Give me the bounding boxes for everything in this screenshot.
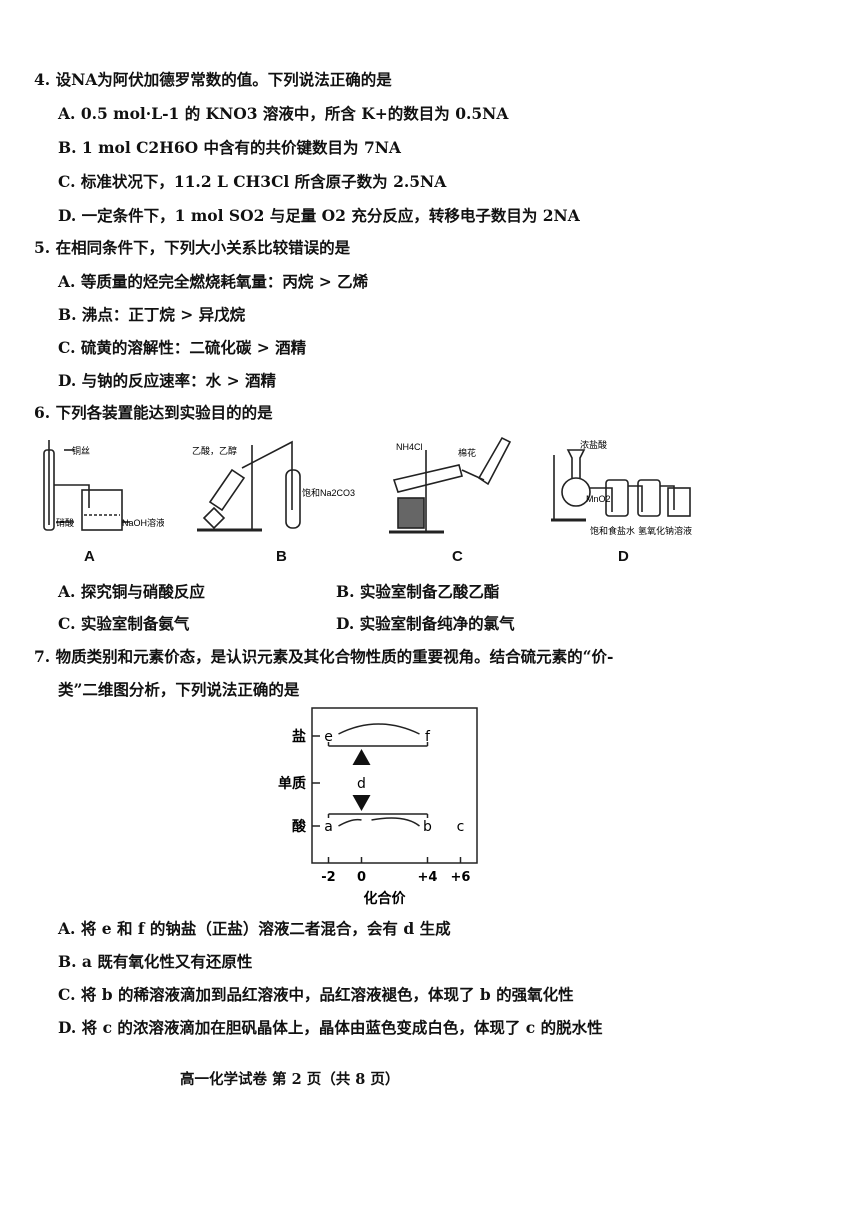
q5-option-c: C. 硫黄的溶解性：二硫化碳 > 酒精	[58, 338, 307, 357]
apparatus-b-diagram: 乙酸，乙醇 饱和Na2CO3	[192, 440, 355, 532]
apparatus-label-d: D	[618, 548, 629, 565]
q7-stem-line1: 7. 物质类别和元素价态，是认识元素及其化合物性质的重要视角。结合硫元素的“价-	[34, 647, 614, 666]
acid-bracket	[327, 813, 429, 818]
q5-option-a: A. 等质量的烃完全燃烧耗氧量：丙烷 > 乙烯	[58, 272, 369, 291]
apparatus-label-c: C	[452, 548, 463, 565]
apparatus-c-right-label: 棉花	[458, 447, 476, 458]
apparatus-label-a: A	[84, 548, 95, 565]
apparatus-c-top-label: NH4Cl	[396, 442, 423, 452]
q6-option-b: B. 实验室制备乙酸乙酯	[336, 582, 500, 601]
q4-option-c: C. 标准状况下，11.2 L CH3Cl 所含原子数为 2.5NA	[58, 172, 447, 191]
apparatus-b-top-label: 乙酸，乙醇	[192, 445, 237, 456]
apparatus-d-left-label: MnO2	[586, 494, 611, 504]
point-d: d	[357, 776, 366, 792]
apparatus-b-right-label: 饱和Na2CO3	[302, 487, 355, 498]
point-f: f	[425, 729, 431, 745]
apparatus-d-diagram: 浓盐酸 MnO2 饱和食盐水 氢氧化钠溶液	[551, 439, 692, 536]
salt-arrow	[338, 723, 420, 735]
q7-option-c: C. 将 b 的稀溶液滴加到品红溶液中，品红溶液褪色，体现了 b 的强氧化性	[58, 985, 574, 1004]
q5-option-b: B. 沸点：正丁烷 > 异戊烷	[58, 305, 246, 324]
q7-stem-line2: 类”二维图分析，下列说法正确的是	[58, 680, 300, 699]
salt-bracket	[327, 742, 429, 747]
point-a: a	[324, 819, 333, 835]
q5-stem: 5. 在相同条件下，下列大小关系比较错误的是	[34, 238, 351, 257]
apparatus-a-diagram: 铜丝 硝酸 NaOH溶液	[43, 440, 164, 531]
q4-option-a: A. 0.5 mol·L-1 的 KNO3 溶液中，所含 K+的数目为 0.5N…	[58, 104, 509, 123]
q7-option-d: D. 将 c 的浓溶液滴加在胆矾晶体上，晶体由蓝色变成白色，体现了 c 的脱水性	[58, 1018, 603, 1037]
y-tick-label-2: 盐	[292, 728, 306, 745]
acid-arrow-right	[371, 817, 420, 827]
up-triangle	[352, 749, 371, 765]
x-axis-label: 化合价	[364, 890, 407, 907]
valence-class-chart-svg: 酸 单质 盐 -2 0 +4 +6 化合价 e f d a b c	[278, 707, 478, 907]
apparatus-a-bottom-label: 硝酸	[56, 517, 74, 528]
q7-option-b: B. a 既有氧化性又有还原性	[58, 952, 253, 971]
point-b: b	[423, 819, 432, 835]
apparatus-label-b: B	[276, 548, 287, 565]
q4-stem: 4. 设NA为阿伏加德罗常数的值。下列说法正确的是	[34, 70, 392, 89]
acid-arrow-left	[338, 818, 362, 827]
chart-frame	[311, 707, 478, 864]
valence-class-chart: 酸 单质 盐 -2 0 +4 +6 化合价 e f d a b c	[252, 700, 492, 910]
q5-option-d: D. 与钠的反应速率：水 > 酒精	[58, 371, 276, 390]
x-tick-label-2: +4	[418, 870, 438, 885]
point-e: e	[324, 729, 333, 745]
page-footer: 高一化学试卷 第 2 页（共 8 页）	[180, 1071, 400, 1088]
down-triangle	[352, 795, 371, 811]
apparatus-d-bottom-label-1: 饱和食盐水	[590, 525, 635, 536]
y-tick-label-1: 单质	[278, 775, 306, 792]
q6-option-a: A. 探究铜与硝酸反应	[58, 582, 205, 601]
x-tick-label-3: +6	[451, 870, 471, 885]
q4-option-d: D. 一定条件下，1 mol SO2 与足量 O2 充分反应，转移电子数目为 2…	[58, 206, 580, 225]
q4-option-b: B. 1 mol C2H6O 中含有的共价键数目为 7NA	[58, 138, 401, 157]
q6-stem: 6. 下列各装置能达到实验目的的是	[34, 403, 273, 422]
apparatus-c-diagram: NH4Cl 棉花	[389, 436, 512, 534]
point-c: c	[457, 819, 465, 835]
apparatus-d-bottom-label-2: 氢氧化钠溶液	[638, 525, 692, 536]
q6-option-d: D. 实验室制备纯净的氯气	[336, 614, 515, 633]
apparatus-d-top-label: 浓盐酸	[580, 439, 607, 450]
x-tick-label-0: -2	[321, 870, 335, 885]
q7-option-a: A. 将 e 和 f 的钠盐（正盐）溶液二者混合，会有 d 生成	[58, 919, 451, 938]
apparatus-a-right-label: NaOH溶液	[122, 517, 164, 528]
x-tick-label-1: 0	[357, 870, 366, 885]
apparatus-a-top-label: 铜丝	[72, 445, 90, 456]
q6-option-c: C. 实验室制备氨气	[58, 614, 190, 633]
y-tick-label-0: 酸	[292, 818, 307, 835]
